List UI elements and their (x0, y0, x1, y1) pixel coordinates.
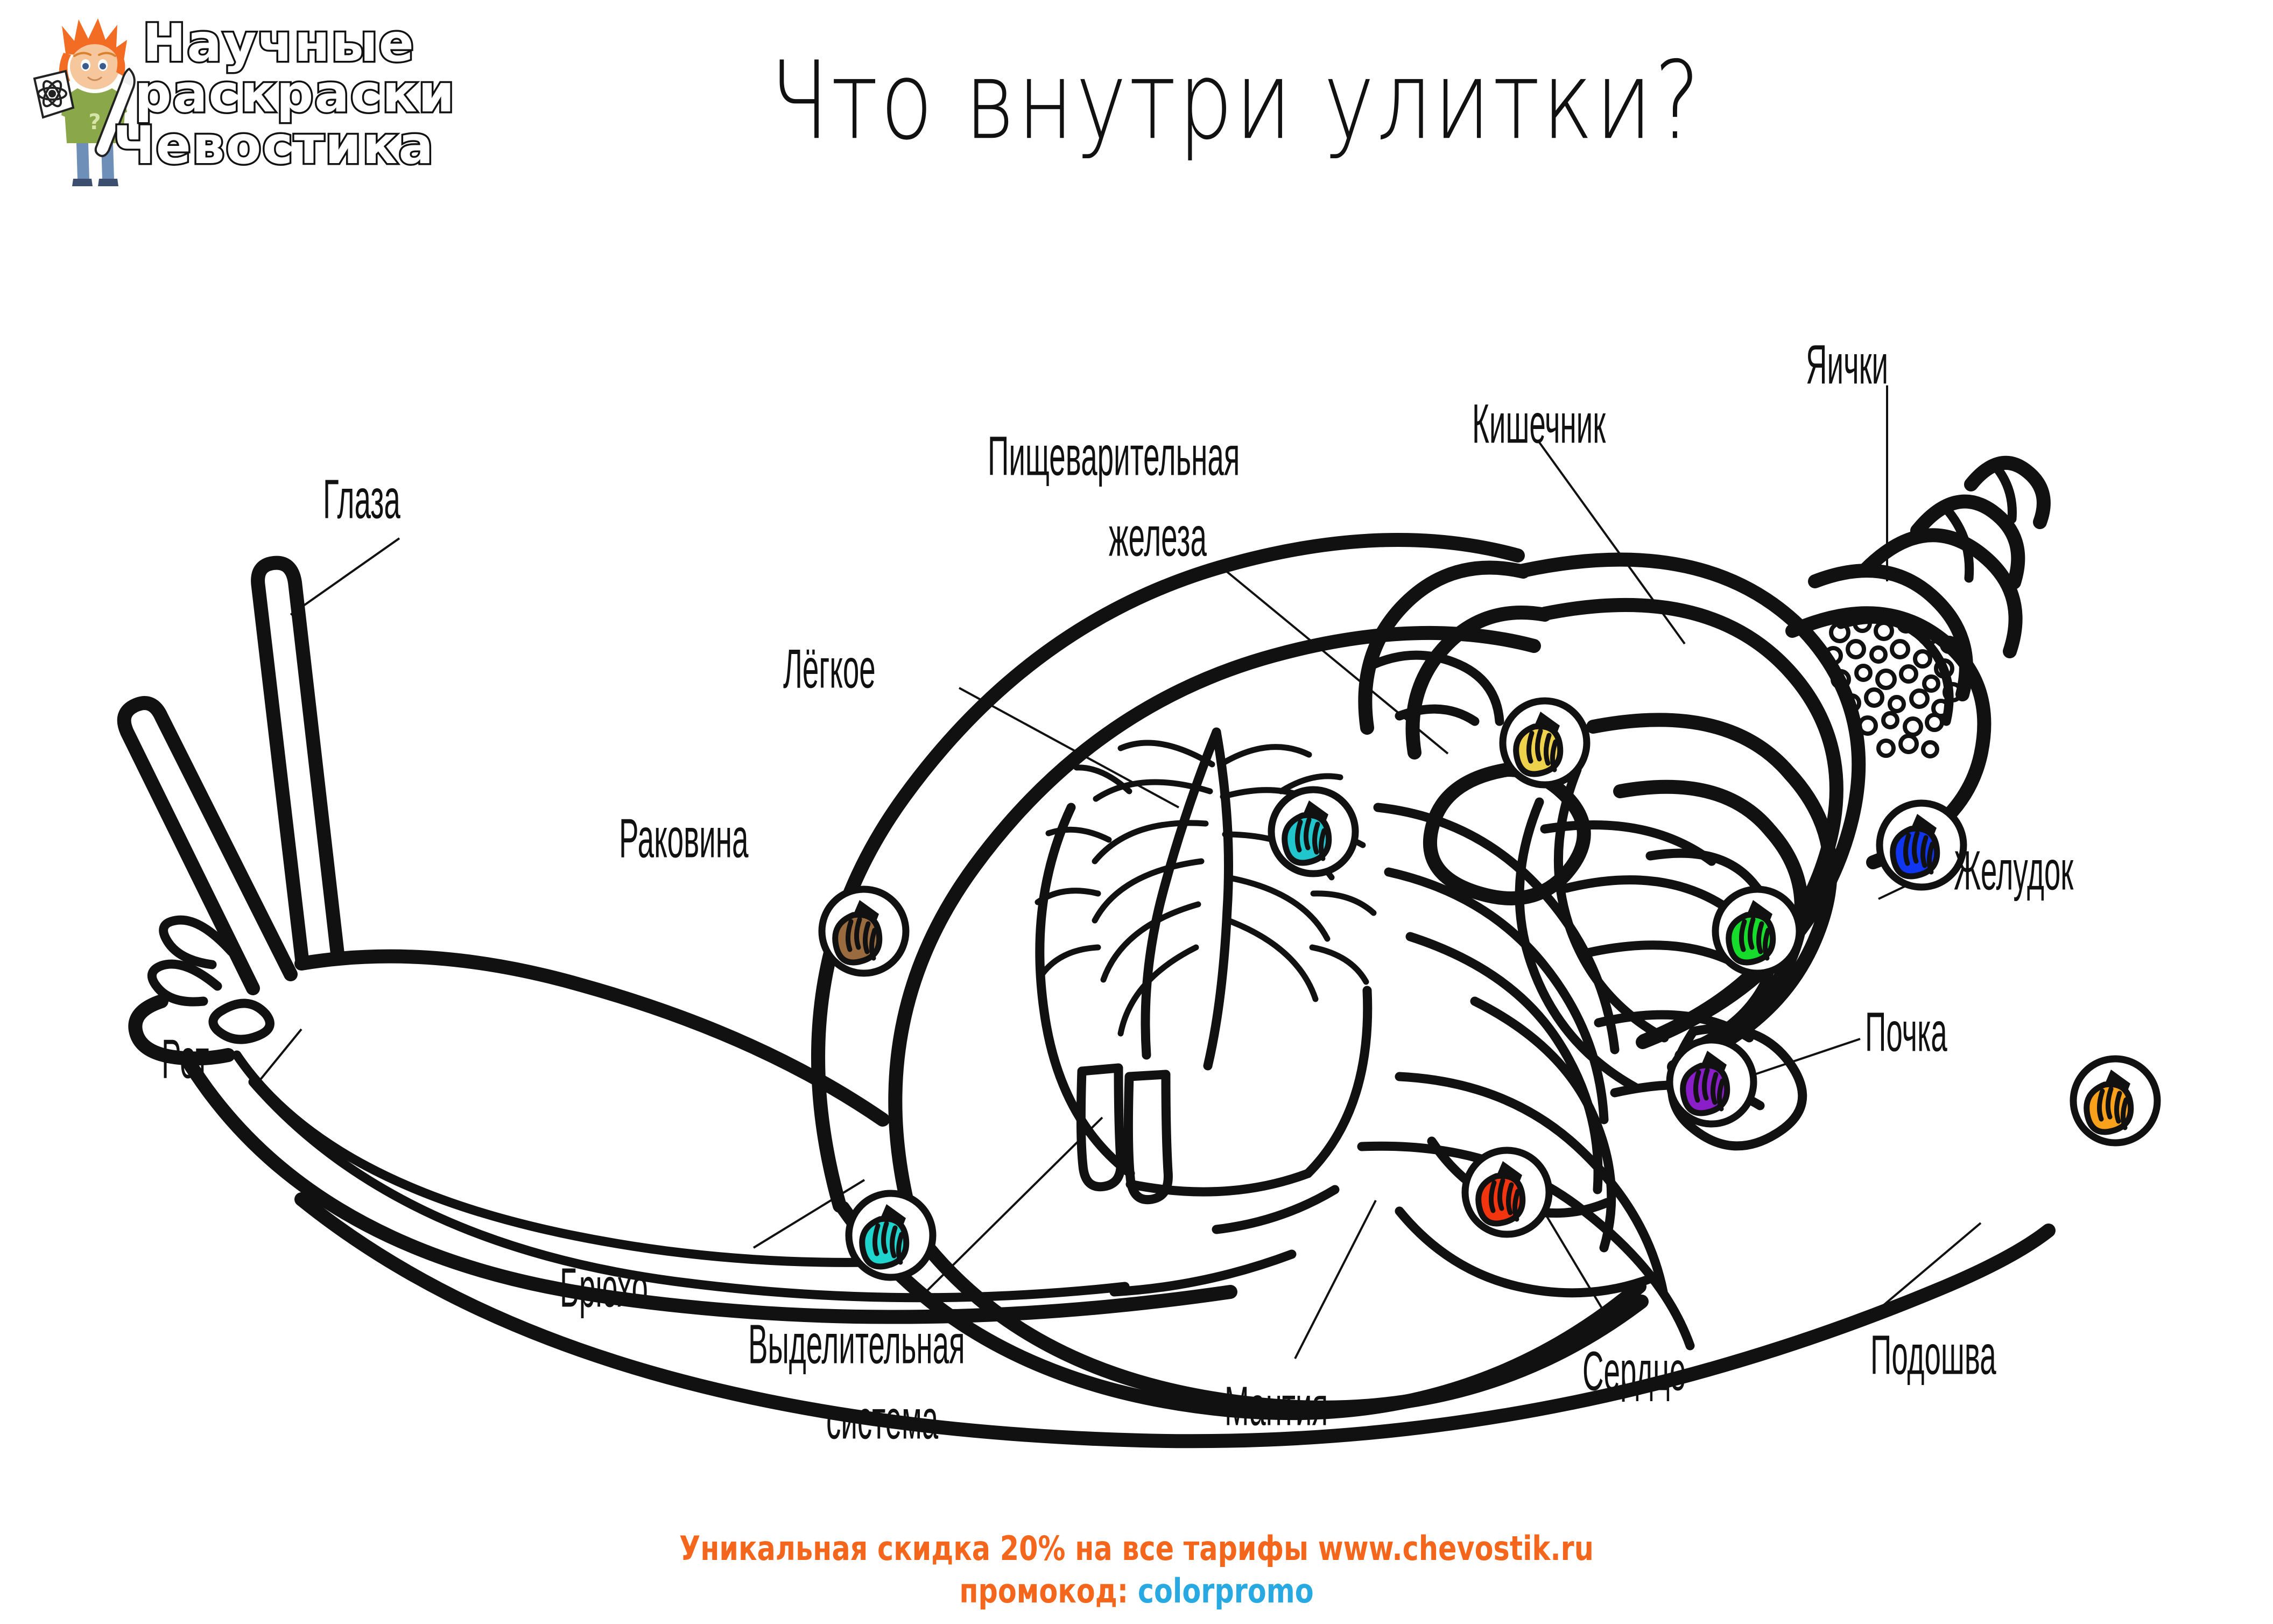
promo-footer: Уникальная скидка 20% на все тарифы www.… (0, 1529, 2273, 1611)
boy-mascot-icon: ? (33, 18, 136, 186)
marker-shell-icon (818, 885, 910, 977)
label-eyes: Глаза (323, 468, 400, 531)
label-stomach: Желудок (1954, 840, 2074, 902)
color-marker-group (818, 697, 2161, 1281)
label-belly: Брюхо (560, 1257, 648, 1319)
marker-lung-icon (1268, 786, 1359, 877)
brand-logo: ? Научные раскраски Чевостика (32, 10, 571, 247)
mantle-edge (1358, 560, 1552, 760)
marker-belly-icon (845, 1190, 937, 1281)
marker-intestine-icon (1712, 885, 1803, 977)
snail-shell (811, 456, 2051, 1421)
marker-kidney-icon (1666, 1036, 1757, 1128)
label-sole: Подошва (1870, 1324, 1996, 1387)
marker-heart-icon (1461, 1147, 1553, 1238)
label-mouth: Рот (161, 1028, 209, 1091)
marker-stomach-icon (1876, 799, 1967, 891)
marker-sole-icon (2070, 1055, 2161, 1147)
svg-text:?: ? (88, 110, 101, 135)
promo-discount-line: Уникальная скидка 20% на все тарифы www.… (679, 1529, 1594, 1568)
heart-and-vessels (1109, 1136, 1657, 1298)
label-digestive_gland2: железа (1109, 506, 1207, 568)
marker-digestive-icon (1499, 697, 1591, 789)
label-digestive_gland: Пищеварительная (988, 425, 1240, 488)
label-intestine: Кишечник (1472, 393, 1606, 455)
label-testes: Яички (1806, 334, 1889, 396)
logo-line-2: раскраски (132, 62, 456, 126)
label-heart: Сердце (1582, 1340, 1686, 1403)
logo-line-3: Чевостика (111, 114, 435, 178)
logo-line-1: Научные (141, 11, 416, 75)
testes-texture (1824, 614, 1963, 758)
leader-lines (253, 385, 1982, 1359)
promo-label: промокод: (959, 1571, 1129, 1611)
label-excretory2: система (826, 1389, 939, 1451)
label-shell: Раковина (619, 807, 749, 870)
label-kidney: Почка (1865, 1001, 1947, 1064)
page-title: Что внутри улитки? (770, 38, 1702, 164)
label-mantle: Мантия (1225, 1375, 1328, 1438)
label-lung: Лёгкое (783, 638, 876, 700)
promo-code[interactable]: colorpromo (1137, 1571, 1314, 1611)
label-excretory: Выделительная (748, 1313, 965, 1376)
promo-code-line: промокод: colorpromo (205, 1571, 2068, 1611)
eye-stalks (117, 556, 344, 1007)
